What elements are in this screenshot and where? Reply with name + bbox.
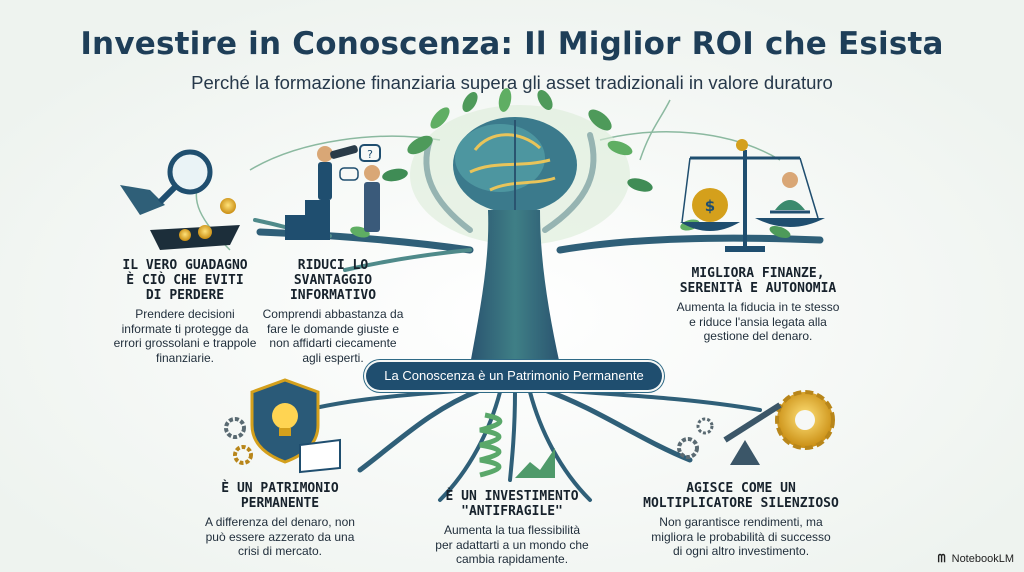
notebooklm-logo-icon: ᗰ [937,553,946,565]
telescope-advisor-icon: ? [285,144,381,240]
block-description: Aumenta la tua flessibilità per adattart… [435,523,589,566]
block-description: Aumenta la fiducia in te stesso e riduce… [676,300,840,343]
balance-scale-icon: $ [680,139,825,252]
brain-icon [453,117,577,213]
block-description: Prendere decisioni informate ti protegge… [113,307,257,365]
spring-chart-icon [479,412,555,478]
block-heading: MIGLIORA FINANZE, SERENITÀ E AUTONOMIA [679,266,837,296]
notebooklm-branding: ᗰ NotebookLM [938,553,1014,566]
block-description: A differenza del denaro, non può essere … [205,515,355,558]
block-bottom-left: È UN PATRIMONIO PERMANENTE A differenza … [180,481,380,559]
center-banner: La Conoscenza è un Patrimonio Permanente [366,362,662,390]
block-description: Non garantisce rendimenti, ma migliora l… [651,515,831,558]
block-top-center-left: RIDUCI LO SVANTAGGIO INFORMATIVO Compren… [258,258,408,365]
block-bottom-right: AGISCE COME UN MOLTIPLICATORE SILENZIOSO… [626,481,856,559]
page-subtitle: Perché la formazione finanziaria supera … [191,72,833,93]
block-heading: È UN INVESTIMENTO "ANTIFRAGILE" [445,489,579,519]
magnifier-coins-icon [120,149,240,250]
tree-trunk [470,210,560,365]
svg-text:$: $ [705,197,715,215]
block-heading: AGISCE COME UN MOLTIPLICATORE SILENZIOSO [643,481,839,511]
page-title: Investire in Conoscenza: Il Miglior ROI … [80,26,944,62]
lever-gears-icon [677,390,835,465]
block-heading: IL VERO GUADAGNO È CIÒ CHE EVITI DI PERD… [122,258,248,303]
block-top-left: IL VERO GUADAGNO È CIÒ CHE EVITI DI PERD… [100,258,270,365]
shield-lightbulb-icon [224,378,341,474]
svg-text:?: ? [367,148,373,161]
block-description: Comprendi abbastanza da fare le domande … [262,307,404,365]
block-heading: È UN PATRIMONIO PERMANENTE [221,481,339,511]
branding-label: NotebookLM [951,553,1014,565]
block-top-right: MIGLIORA FINANZE, SERENITÀ E AUTONOMIA A… [648,266,868,344]
block-bottom-center: È UN INVESTIMENTO "ANTIFRAGILE" Aumenta … [402,489,622,567]
tree-roots [268,387,762,502]
block-heading: RIDUCI LO SVANTAGGIO INFORMATIVO [289,258,377,303]
